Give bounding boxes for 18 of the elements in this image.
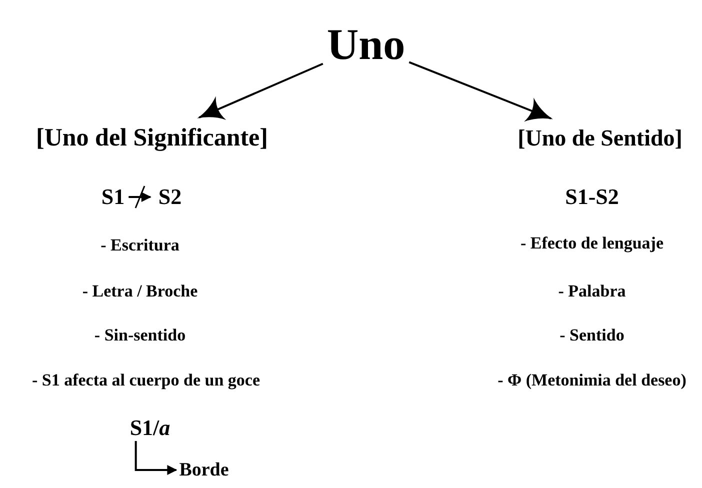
- list-item: - Palabra: [558, 282, 626, 300]
- node-text: Uno: [326, 23, 406, 67]
- list-item: - Sin-sentido: [94, 326, 186, 344]
- node-text: [Uno del Significante]: [36, 126, 268, 150]
- arrow: [134, 441, 178, 475]
- list-item: - Escritura: [100, 236, 180, 254]
- list-item: - Φ (Metonimia del deseo): [498, 372, 686, 388]
- list-item: - S1 afecta al cuerpo de un goce: [32, 372, 260, 388]
- list-item: - Efecto de lenguaje: [520, 234, 664, 252]
- node-text: Borde: [179, 460, 229, 480]
- list-item: S1-S2: [565, 186, 619, 208]
- node-text: S2: [158, 186, 182, 208]
- node-text: [Uno de Sentido]: [518, 126, 682, 150]
- node-text: S1/a: [130, 417, 170, 439]
- negated-arrow: [128, 186, 152, 208]
- node-text: S1: [101, 186, 125, 208]
- list-item: - Sentido: [560, 326, 624, 344]
- list-item: - Letra / Broche: [82, 282, 198, 300]
